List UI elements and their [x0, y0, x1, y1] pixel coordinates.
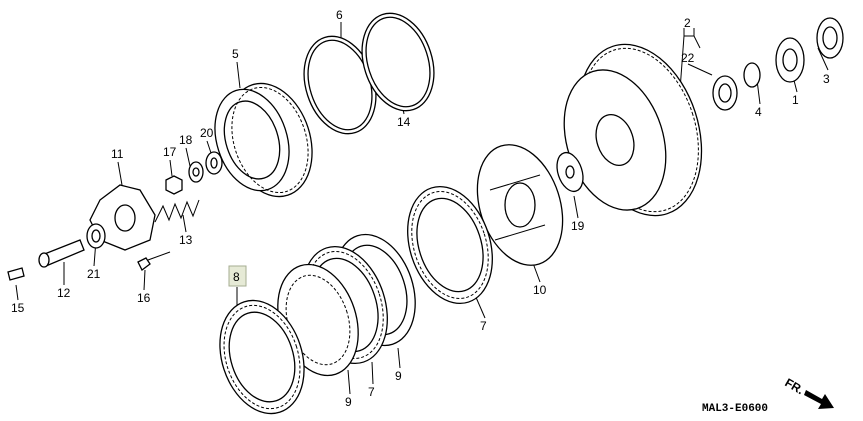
callout-20: 20	[200, 126, 214, 140]
callout-labels: 6 2 22 3 4 1 5 14 18 20 17 11 13 21 12 1…	[11, 8, 830, 409]
callout-9-front: 9	[345, 395, 352, 409]
friction-disc-8	[219, 299, 305, 415]
callout-5: 5	[232, 47, 239, 61]
callout-12: 12	[57, 286, 71, 300]
callout-1: 1	[792, 93, 799, 107]
callout-11: 11	[111, 147, 124, 161]
callout-18: 18	[179, 133, 193, 147]
front-arrow-icon	[804, 390, 834, 409]
callout-6: 6	[336, 8, 343, 22]
callout-22: 22	[681, 51, 695, 65]
clutch-center-5	[214, 82, 313, 198]
front-direction-indicator: FR.	[783, 375, 834, 409]
callout-8-highlight	[228, 265, 247, 287]
spring-13	[154, 199, 200, 223]
pin-15	[7, 267, 25, 281]
callout-3: 3	[823, 72, 830, 86]
callout-15: 15	[11, 301, 25, 315]
front-label: FR.	[783, 375, 807, 397]
pressure-plate-10	[476, 144, 564, 266]
diagram-code: MAL3-E0600	[702, 403, 768, 415]
callout-17: 17	[163, 145, 177, 159]
bolt-16	[137, 257, 151, 271]
callout-13: 13	[179, 233, 193, 247]
callout-19: 19	[571, 219, 585, 233]
callout-9-rear: 9	[395, 369, 402, 383]
callout-8: 8	[233, 270, 240, 284]
clutch-outer-2	[563, 43, 703, 217]
callout-4: 4	[755, 105, 762, 119]
callout-14: 14	[397, 115, 411, 129]
gasket-14-inner	[365, 16, 431, 108]
callout-10: 10	[533, 283, 547, 297]
callout-7-front: 7	[368, 385, 375, 399]
friction-disc-7-rear	[407, 185, 493, 305]
collar-4	[743, 62, 761, 88]
callout-16: 16	[137, 291, 151, 305]
callout-2: 2	[684, 16, 691, 30]
nut-17	[165, 175, 183, 195]
callout-21: 21	[87, 267, 101, 281]
callout-7-rear: 7	[480, 319, 487, 333]
